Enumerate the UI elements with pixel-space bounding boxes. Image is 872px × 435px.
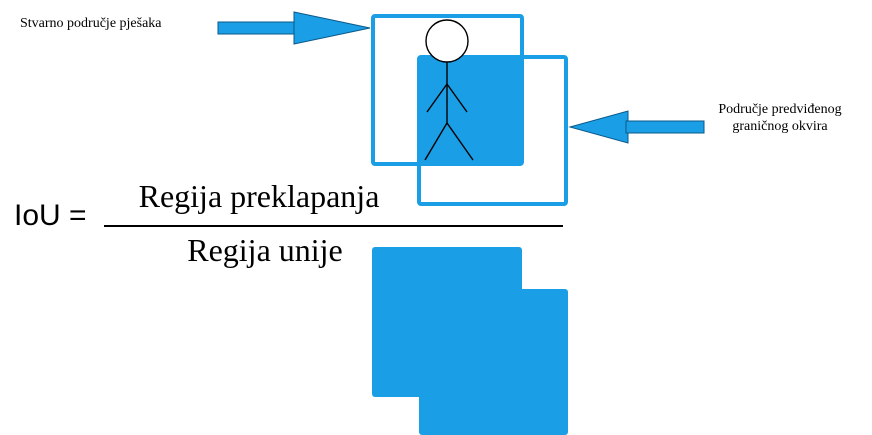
predicted-box-label-line1: Područje predviđenog bbox=[718, 102, 842, 117]
ground-truth-label: Stvarno područje pješaka bbox=[20, 16, 162, 31]
iou-equals-label: IoU = bbox=[14, 199, 87, 232]
union-region bbox=[372, 247, 568, 435]
predicted-box-label-line2: graničnog okvira bbox=[732, 119, 828, 134]
arrow-to-ground-truth bbox=[217, 11, 371, 45]
pedestrian-figure bbox=[424, 19, 474, 161]
denominator-text: Regija unije bbox=[187, 232, 343, 268]
numerator-text: Regija preklapanja bbox=[138, 178, 380, 214]
predicted-box bbox=[417, 55, 568, 206]
predicted-box-label: Područje predviđenog graničnog okvira bbox=[700, 101, 860, 135]
arrow-to-predicted-box bbox=[568, 110, 705, 144]
ground-truth-box bbox=[371, 14, 524, 166]
overlap-region bbox=[419, 57, 522, 164]
